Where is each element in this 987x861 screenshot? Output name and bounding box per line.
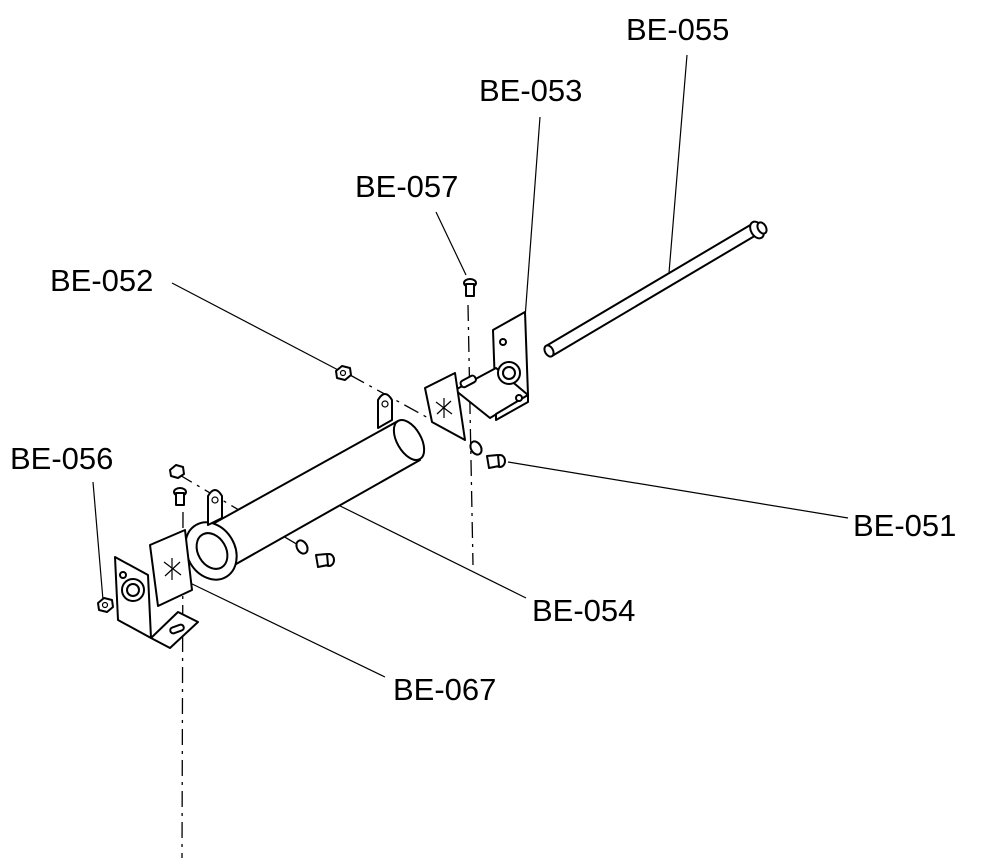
callout-be-067: BE-067 [393, 672, 496, 707]
tube-be-054 [184, 393, 426, 581]
leader-be-054 [317, 494, 527, 599]
leader-be-053 [522, 116, 541, 346]
nut-be-052 [335, 365, 352, 381]
plate-be-067-left [149, 529, 193, 607]
leader-be-055 [667, 54, 688, 286]
leader-be-067 [187, 581, 386, 678]
plate-be-067-right [424, 372, 466, 441]
bracket-be-056 [97, 556, 199, 649]
centerline-left-vertical [181, 511, 184, 859]
leader-be-056 [92, 481, 104, 601]
leader-lines [92, 54, 849, 678]
centerline-right-vertical [467, 304, 474, 566]
shaft-be-055 [543, 220, 768, 358]
callout-be-056: BE-056 [10, 441, 113, 476]
leader-be-051 [507, 461, 849, 519]
callout-be-055: BE-055 [626, 12, 729, 47]
callout-be-057: BE-057 [355, 169, 458, 204]
washer-screw-be-051 [469, 440, 506, 469]
callout-labels: BE-055 BE-053 BE-057 BE-052 BE-056 BE-05… [10, 12, 956, 707]
callout-be-054: BE-054 [532, 593, 635, 628]
callout-be-053: BE-053 [479, 73, 582, 108]
callout-be-052: BE-052 [50, 263, 153, 298]
leader-be-052 [171, 282, 343, 373]
bracket-be-053 [454, 311, 529, 421]
leader-be-057 [435, 211, 467, 276]
callout-be-051: BE-051 [853, 508, 956, 543]
fasteners-left [169, 464, 335, 568]
screw-be-057 [463, 278, 477, 297]
